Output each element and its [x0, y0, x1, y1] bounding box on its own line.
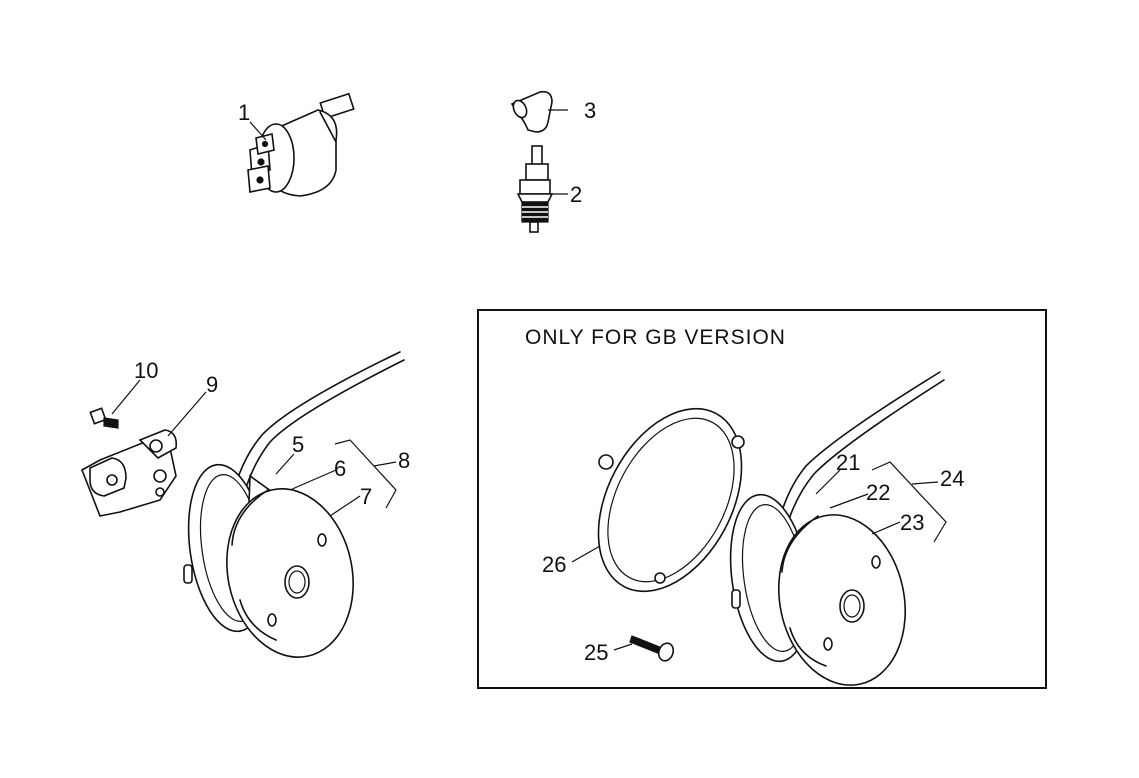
callout-1: 1	[238, 100, 250, 125]
callout-21: 21	[836, 450, 860, 475]
flywheel-assembly-left	[183, 351, 405, 658]
leader-lines	[111, 109, 947, 651]
callout-8: 8	[398, 448, 410, 473]
callout-9: 9	[206, 372, 218, 397]
callout-2: 2	[570, 182, 582, 207]
ring-bolt	[629, 635, 675, 662]
callout-3: 3	[584, 98, 596, 123]
callout-25: 25	[584, 640, 608, 665]
callout-26: 26	[542, 552, 566, 577]
spark-plug	[516, 145, 554, 233]
ignition-coil	[247, 72, 521, 197]
flywheel-assembly-right	[729, 371, 945, 686]
callout-7: 7	[360, 484, 372, 509]
gb-version-frame	[477, 309, 1047, 689]
spark-plug-cap	[510, 90, 553, 133]
flywheel-cover-ring	[597, 407, 745, 593]
stator-bracket	[81, 429, 178, 517]
bracket-screw	[89, 407, 119, 429]
callout-23: 23	[900, 510, 924, 535]
callout-10: 10	[134, 358, 158, 383]
callout-5: 5	[292, 432, 304, 457]
callout-22: 22	[866, 480, 890, 505]
callout-24: 24	[940, 466, 964, 491]
callout-labels: 1 3 2 10 9 5 8 6 7 21 24 22 23 26 25	[134, 98, 964, 665]
gb-version-title: ONLY FOR GB VERSION	[525, 326, 786, 349]
callout-6: 6	[334, 456, 346, 481]
